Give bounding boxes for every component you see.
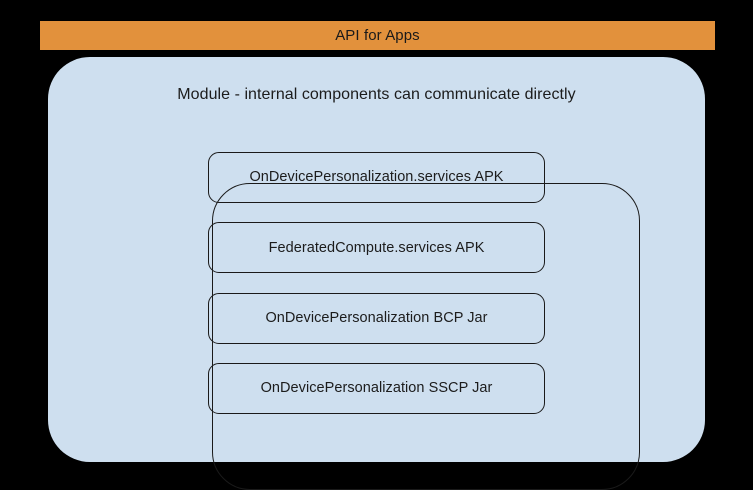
component-label: OnDevicePersonalization BCP Jar bbox=[265, 309, 488, 326]
component-box-ondevicepersonalization-services-apk: OnDevicePersonalization.services APK bbox=[208, 152, 545, 203]
module-caption: Module - internal components can communi… bbox=[177, 86, 576, 103]
diagram-canvas: API for Apps Module - internal component… bbox=[40, 21, 715, 490]
component-box-ondevicepersonalization-bcp-jar: OnDevicePersonalization BCP Jar bbox=[208, 292, 545, 344]
component-list: OnDevicePersonalization.services APK Fed… bbox=[208, 152, 545, 414]
component-label: OnDevicePersonalization SSCP Jar bbox=[260, 380, 493, 397]
component-box-ondevicepersonalization-sscp-jar: OnDevicePersonalization SSCP Jar bbox=[208, 362, 545, 414]
module-container: Module - internal components can communi… bbox=[48, 57, 705, 490]
api-for-apps-banner: API for Apps bbox=[40, 21, 715, 50]
api-for-apps-banner-label: API for Apps bbox=[335, 27, 420, 44]
component-box-federatedcompute-services-apk: FederatedCompute.services APK bbox=[208, 222, 545, 274]
component-label: OnDevicePersonalization.services APK bbox=[249, 169, 504, 186]
component-label: FederatedCompute.services APK bbox=[268, 239, 485, 256]
